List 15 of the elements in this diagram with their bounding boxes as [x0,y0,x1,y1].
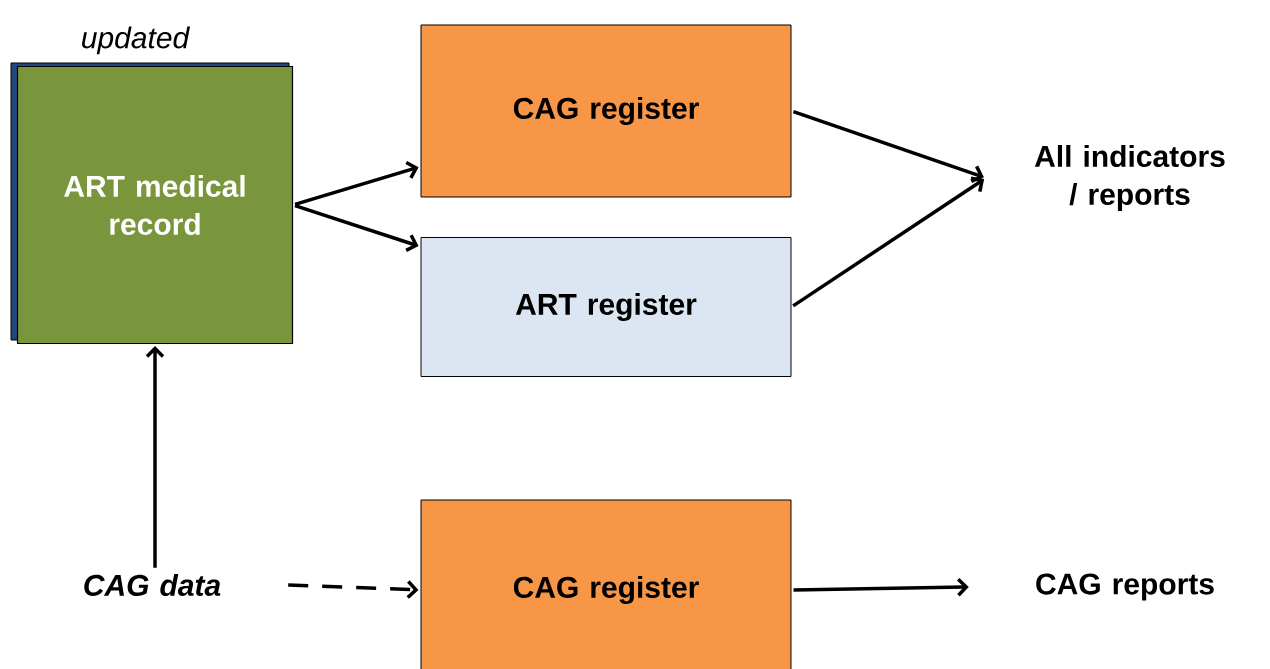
register-box: CAG register [420,24,792,198]
arrow [294,203,419,252]
register-box: ART register [420,237,792,377]
output-text: All indicators / reports [1034,145,1225,211]
arrow [288,580,419,599]
caption-text: updated [82,26,190,55]
arrow [294,161,419,207]
arrow [792,110,984,184]
output-text: CAG reports [1036,573,1214,601]
record-box: ART medical record [10,62,294,345]
register-box: CAG register [420,499,792,669]
input-text: CAG data [84,573,221,596]
arrow [792,176,985,308]
arrow [793,577,969,597]
arrow [145,346,165,568]
